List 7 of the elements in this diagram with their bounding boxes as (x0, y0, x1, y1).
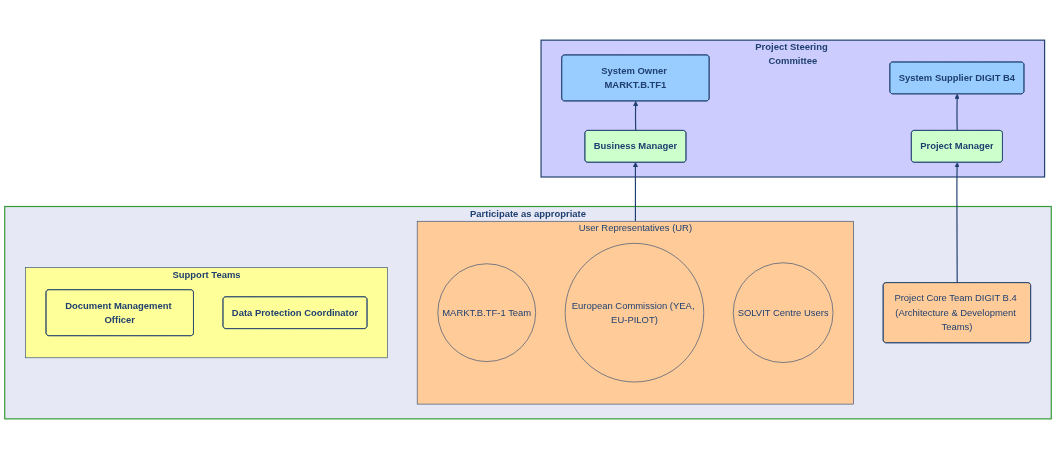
arrow (954, 162, 960, 284)
arrow (632, 162, 638, 222)
arrow (954, 93, 960, 132)
arrow (633, 100, 639, 132)
node-circle: European Commission (YEA, EU-PILOT) (564, 243, 705, 383)
node-circle: MARKT.B.TF-1 Team (437, 263, 536, 362)
node-circle: SOLVIT Centre Users (732, 262, 834, 363)
